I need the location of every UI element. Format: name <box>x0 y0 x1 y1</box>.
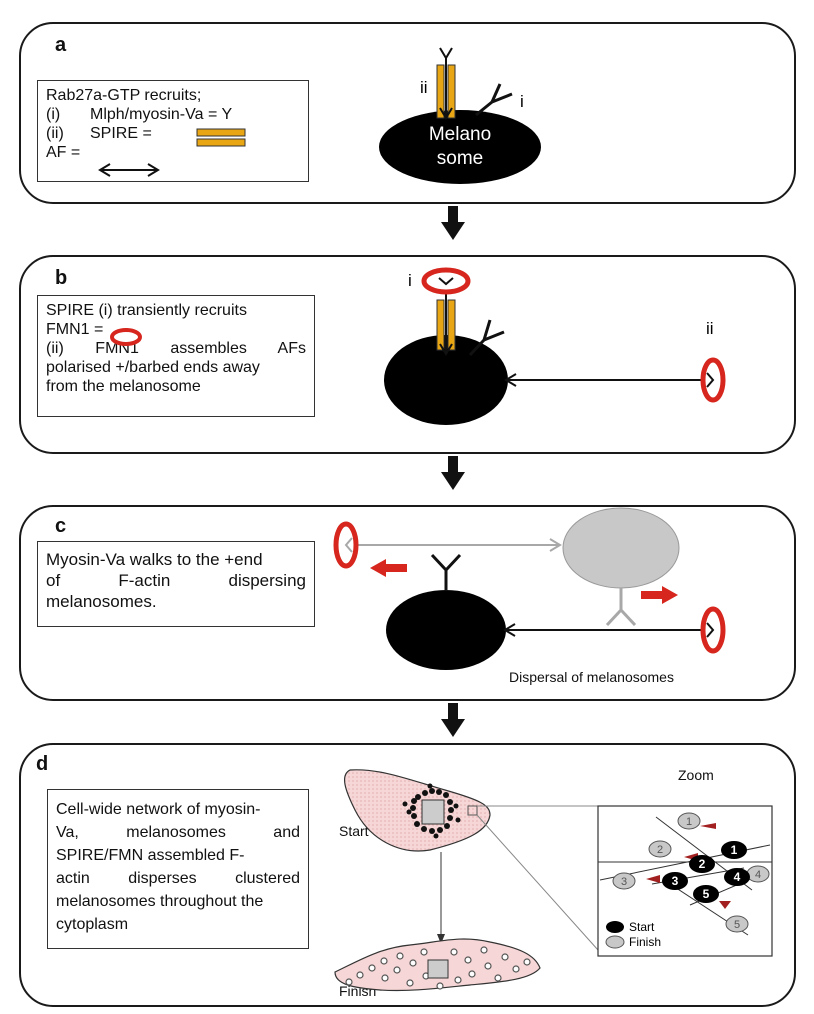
zoom-finish-numbers: 1 2 3 4 5 <box>621 816 761 931</box>
panel-d-line-1: Cell-wide network of myosin- <box>56 801 261 818</box>
melanosome-cluster <box>402 783 461 839</box>
start-number-3: 3 <box>672 874 679 888</box>
panel-b-text: SPIRE (i) transiently recruits FMN1 = (i… <box>37 295 315 417</box>
myosin-va-icon-c <box>430 553 462 591</box>
zoom-finish-melanosomes <box>612 812 770 933</box>
spire-icon-b <box>436 285 456 356</box>
zoom-connector-bottom <box>476 814 599 951</box>
legend-line-af: AF = <box>46 144 81 161</box>
legend-finish-icon <box>605 935 625 949</box>
zoom-region-marker <box>467 805 478 816</box>
panel-c-label: c <box>55 515 67 537</box>
panel-c-line-1: Myosin-Va walks to the +end <box>46 550 263 569</box>
panel-c-text: Myosin-Va walks to the +end of F-actin d… <box>37 541 315 627</box>
spire-legend-icon <box>196 128 246 147</box>
panel-b-line-2: FMN1 = <box>46 321 104 338</box>
panel-a-label: a <box>55 34 67 56</box>
start-number-2: 2 <box>699 857 706 871</box>
cell-start <box>343 769 491 852</box>
legend-line-myosin: (i)Mlph/myosin-Va = Y <box>46 106 233 123</box>
start-number-1: 1 <box>731 843 738 857</box>
start-number-5: 5 <box>703 887 710 901</box>
movement-arrow-left <box>370 559 407 577</box>
panel-b-line-3: (ii) FMN1 assembles AFs <box>46 340 306 357</box>
finish-number-5: 5 <box>734 919 740 931</box>
finish-number-3: 3 <box>621 876 627 888</box>
marker-i-a: i <box>520 92 524 111</box>
panel-d-line-2: Va, melanosomes and <box>56 824 300 841</box>
fmn1-legend-icon <box>110 328 142 346</box>
marker-i-b: i <box>408 271 412 290</box>
movement-arrow-right <box>641 586 678 604</box>
fmn1-ring-top <box>421 267 471 295</box>
dispersed-melanosomes <box>345 946 531 990</box>
start-number-4: 4 <box>734 870 741 884</box>
finish-cell-nucleus <box>427 959 449 979</box>
finish-number-2: 2 <box>657 844 663 856</box>
legend-start-text: Start <box>629 920 655 934</box>
myosin-va-icon <box>475 83 513 117</box>
dispersal-caption: Dispersal of melanosomes <box>509 669 674 685</box>
panel-a-legend: Rab27a-GTP recruits; (i)Mlph/myosin-Va =… <box>37 80 309 182</box>
panel-d-line-6: cytoplasm <box>56 916 129 933</box>
zoom-start-numbers: 1 2 3 4 5 <box>672 843 741 901</box>
finish-number-4: 4 <box>755 869 761 881</box>
panel-c-line-2: of F-actin dispersing <box>46 571 306 590</box>
legend-line-rab27a: Rab27a-GTP recruits; <box>46 87 202 104</box>
marker-ii-b: ii <box>706 319 714 338</box>
panel-d-line-5: melanosomes throughout the <box>56 893 264 910</box>
melanosome-label-line2: some <box>437 148 483 169</box>
melanosome-b <box>384 335 508 425</box>
panel-d-label: d <box>36 753 49 775</box>
flow-arrow-b-c <box>441 456 465 490</box>
panel-d-line-4: actin disperses clustered <box>56 870 300 887</box>
zoom-start-melanosomes <box>662 841 750 903</box>
zoom-label: Zoom <box>678 767 714 783</box>
start-label: Start <box>339 823 369 839</box>
marker-ii-a: ii <box>420 78 428 97</box>
legend-line-spire: (ii)SPIRE = <box>46 125 152 142</box>
finish-number-1: 1 <box>686 816 692 828</box>
legend-finish-text: Finish <box>629 935 661 949</box>
panel-d-text: Cell-wide network of myosin- Va, melanos… <box>47 789 309 949</box>
myosin-va-icon-b <box>468 319 505 357</box>
legend-start-icon <box>606 921 624 933</box>
panel-b-line-1: SPIRE (i) transiently recruits <box>46 302 247 319</box>
flow-arrow-c-d <box>441 703 465 737</box>
melanosome-label-line1: Melano <box>429 124 491 145</box>
melanosome-a <box>379 110 541 184</box>
panel-b-line-5: from the melanosome <box>46 378 201 395</box>
flow-arrow-a-b <box>441 206 465 240</box>
panel-c-line-3: melanosomes. <box>46 592 157 611</box>
panel-b-line-4: polarised +/barbed ends away <box>46 359 260 376</box>
spire-icon <box>436 47 456 120</box>
panel-d-line-3: SPIRE/FMN assembled F- <box>56 847 245 864</box>
actin-filament-legend-icon <box>98 163 160 177</box>
melanosome-c <box>386 590 506 670</box>
myosin-va-grey-icon <box>605 588 637 627</box>
panel-b-label: b <box>55 267 68 289</box>
